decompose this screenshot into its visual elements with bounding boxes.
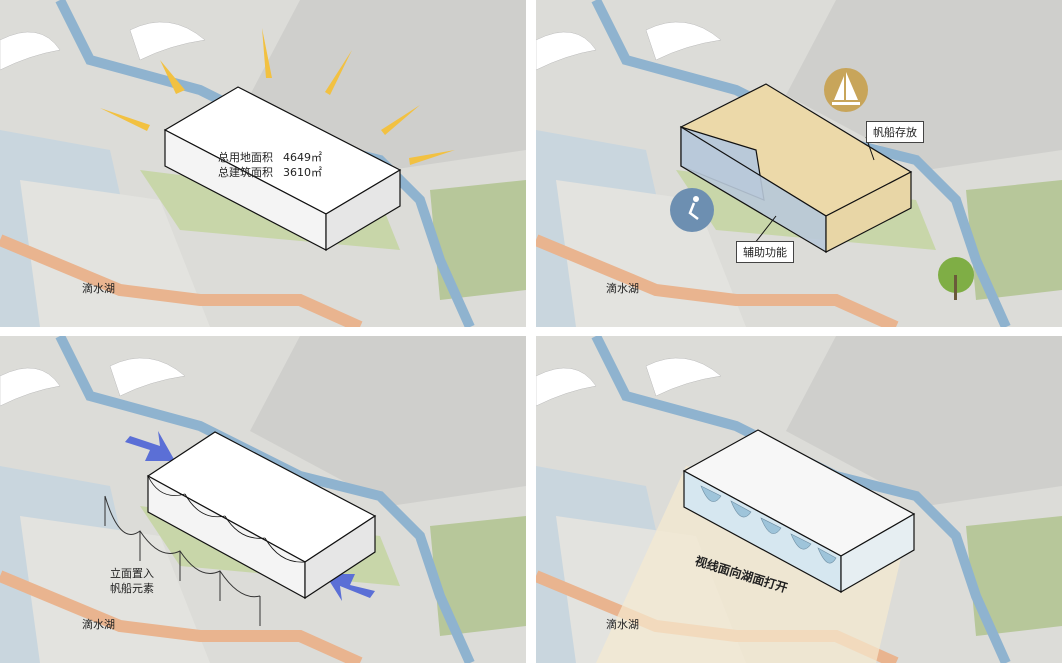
site-map (536, 336, 1062, 663)
building-area-value: 3610㎡ (283, 166, 322, 179)
area-summary: 总用地面积 4649㎡ 总建筑面积 3610㎡ (218, 150, 322, 180)
tent-canopies (0, 21, 206, 71)
land-area-value: 4649㎡ (283, 151, 322, 164)
sail-element-sketch (104, 495, 261, 626)
sail-storage-tag: 帆船存放 (866, 121, 924, 143)
facade-note-line2: 帆船元素 (110, 582, 154, 595)
facade-note: 立面置入 帆船元素 (110, 566, 154, 596)
tent-canopies (536, 21, 722, 71)
wind-arrow-icon (125, 431, 375, 601)
tree-icon (938, 257, 974, 300)
land-area-label: 总用地面积 (218, 151, 273, 164)
sun-rays (100, 28, 455, 165)
facade-note-line1: 立面置入 (110, 567, 154, 580)
lake-label: 滴水湖 (606, 282, 639, 295)
lake-label: 滴水湖 (606, 618, 639, 631)
sailboat-icon (824, 68, 868, 112)
building-area-label: 总建筑面积 (218, 166, 273, 179)
panel-function-zones: 帆船存放 辅助功能 滴水湖 (536, 0, 1062, 327)
site-map (536, 0, 1062, 327)
tent-canopies (0, 357, 186, 407)
site-map (0, 0, 526, 327)
panel-facade-sails: 立面置入 帆船元素 滴水湖 (0, 336, 526, 663)
lake-label: 滴水湖 (82, 618, 115, 631)
lake-label: 滴水湖 (82, 282, 115, 295)
panel-lake-view: 视线面向湖面打开 滴水湖 (536, 336, 1062, 663)
running-person-icon (670, 188, 714, 232)
auxiliary-function-tag: 辅助功能 (736, 241, 794, 263)
site-map (0, 336, 526, 663)
tent-canopies (536, 357, 722, 407)
panel-site-area: 总用地面积 4649㎡ 总建筑面积 3610㎡ 滴水湖 (0, 0, 526, 327)
